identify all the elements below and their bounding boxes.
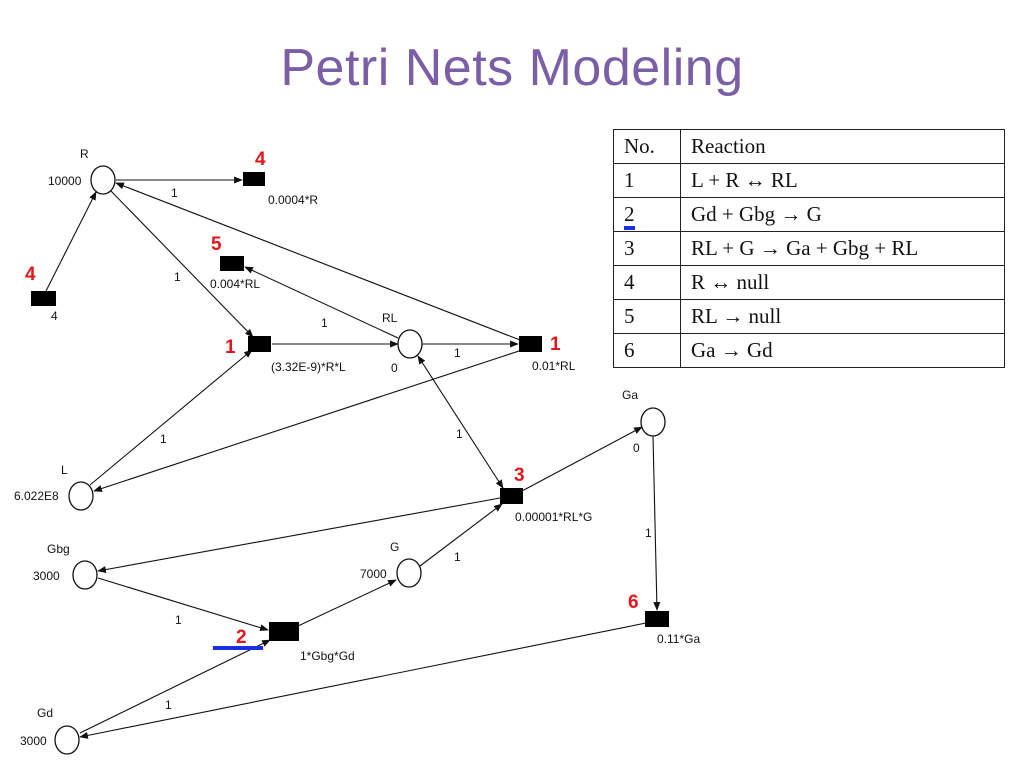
weight-label: 1 bbox=[174, 270, 181, 284]
row-reaction: RL → null bbox=[680, 299, 1005, 334]
arc-G-to-t3 bbox=[419, 503, 503, 567]
table-row: 6 Ga → Gd bbox=[613, 333, 1005, 368]
table-header-row: No. Reaction bbox=[613, 129, 1005, 164]
row-no: 5 bbox=[613, 299, 681, 334]
arc-t6-to-Gd bbox=[79, 622, 647, 739]
weight-label: 1 bbox=[175, 613, 182, 627]
row-no: 2 bbox=[624, 202, 635, 230]
row-reaction: R ↔ null bbox=[680, 265, 1005, 300]
arc-t1b-to-R bbox=[115, 182, 521, 341]
place-G: G 7000 bbox=[360, 540, 422, 588]
arc-t4-to-R bbox=[45, 191, 97, 292]
transition-rate: 0.004*RL bbox=[210, 277, 260, 291]
weight-label: 1 bbox=[321, 316, 328, 330]
arc-RL-t3 bbox=[417, 355, 504, 489]
place-RL: RL 0 bbox=[382, 311, 423, 375]
place-name: G bbox=[390, 540, 399, 554]
place-name: Gd bbox=[37, 706, 53, 720]
transition-6: 6 0.11*Ga bbox=[628, 592, 700, 646]
row-no: 1 bbox=[613, 163, 681, 198]
table-row: 4 R ↔ null bbox=[613, 265, 1005, 300]
arc-R-to-t1 bbox=[109, 189, 254, 338]
weight-label: 1 bbox=[171, 186, 178, 200]
transition-3: 3 0.00001*RL*G bbox=[500, 465, 592, 524]
row-no: 6 bbox=[613, 333, 681, 368]
transition-number: 4 bbox=[25, 264, 36, 285]
arc-Ga-to-t6 bbox=[652, 435, 661, 611]
transition-number: 6 bbox=[628, 592, 639, 613]
place-Ga: Ga 0 bbox=[622, 388, 666, 455]
row-no: 3 bbox=[613, 231, 681, 266]
arcs bbox=[45, 176, 661, 739]
transition-rate: 4 bbox=[51, 309, 58, 323]
transition-number: 3 bbox=[514, 465, 525, 486]
row-reaction: RL + G → Ga + Gbg + RL bbox=[680, 231, 1005, 266]
place-tokens: 3000 bbox=[33, 569, 60, 583]
place-L: L 6.022E8 bbox=[14, 463, 94, 511]
place-tokens: 7000 bbox=[360, 567, 387, 581]
place-tokens: 10000 bbox=[48, 174, 82, 188]
transition-rate: 0.01*RL bbox=[532, 359, 576, 373]
place-tokens: 0 bbox=[391, 361, 398, 375]
transition-2: 2 1*Gbg*Gd bbox=[213, 622, 355, 663]
transition-rate: 0.11*Ga bbox=[657, 632, 700, 646]
place-Gd: Gd 3000 bbox=[20, 706, 80, 755]
place-name: R bbox=[80, 147, 89, 161]
arc-t3-to-Gbg bbox=[97, 497, 501, 574]
transition-rate: 0.0004*R bbox=[268, 193, 318, 207]
row-reaction: Gd + Gbg → G bbox=[680, 197, 1005, 232]
place-tokens: 6.022E8 bbox=[14, 489, 59, 503]
arc-RL-to-t5 bbox=[244, 266, 399, 339]
transition-4-degradation: 4 0.0004*R bbox=[243, 149, 318, 207]
place-Gbg: Gbg 3000 bbox=[33, 542, 98, 590]
place-name: L bbox=[61, 463, 68, 477]
weight-label: 1 bbox=[645, 526, 652, 540]
transition-rate: 1*Gbg*Gd bbox=[300, 649, 355, 663]
transition-number: 1 bbox=[550, 334, 561, 355]
weight-label: 1 bbox=[454, 346, 461, 360]
weight-label: 1 bbox=[454, 550, 461, 564]
arc-L-to-t1 bbox=[89, 349, 253, 486]
row-reaction: Ga → Gd bbox=[680, 333, 1005, 368]
table-row: 2 Gd + Gbg → G bbox=[613, 197, 1005, 232]
table-row: 1 L + R ↔ RL bbox=[613, 163, 1005, 198]
place-tokens: 0 bbox=[633, 441, 640, 455]
weight-label: 1 bbox=[456, 427, 463, 441]
place-tokens: 3000 bbox=[20, 734, 47, 748]
row-reaction: L + R ↔ RL bbox=[680, 163, 1005, 198]
transition-5: 5 0.004*RL bbox=[210, 234, 260, 291]
arc-t2-to-G bbox=[297, 579, 397, 627]
arc-Gd-to-t2 bbox=[79, 639, 271, 734]
row-no-cell: 2 bbox=[613, 197, 681, 232]
transition-number: 5 bbox=[211, 234, 222, 255]
place-R: R 10000 bbox=[48, 147, 116, 195]
transition-number: 4 bbox=[255, 149, 266, 170]
place-name: RL bbox=[382, 311, 398, 325]
place-name: Ga bbox=[622, 388, 638, 402]
transition-number: 2 bbox=[236, 627, 247, 648]
table-row: 5 RL → null bbox=[613, 299, 1005, 334]
transition-1-forward: 1 (3.32E-9)*R*L bbox=[225, 336, 346, 374]
reaction-table: No. Reaction 1 L + R ↔ RL 2 Gd + Gbg → G… bbox=[613, 129, 1005, 368]
header-reaction: Reaction bbox=[680, 129, 1005, 164]
arc-weights: 1 1 1 1 1 1 1 1 1 1 bbox=[160, 186, 652, 712]
arc-t3-to-Ga bbox=[521, 426, 643, 492]
transition-rate: 0.00001*RL*G bbox=[515, 510, 592, 524]
place-name: Gbg bbox=[47, 542, 70, 556]
weight-label: 1 bbox=[160, 432, 167, 446]
table-row: 3 RL + G → Ga + Gbg + RL bbox=[613, 231, 1005, 266]
transition-1-reverse: 1 0.01*RL bbox=[519, 334, 576, 373]
transition-number: 1 bbox=[225, 337, 236, 358]
row-no: 4 bbox=[613, 265, 681, 300]
transition-rate: (3.32E-9)*R*L bbox=[271, 360, 346, 374]
arc-Gbg-to-t2 bbox=[97, 577, 269, 632]
slide-title: Petri Nets Modeling bbox=[280, 39, 744, 97]
weight-label: 1 bbox=[165, 698, 172, 712]
header-no: No. bbox=[613, 129, 681, 164]
transition-4-production: 4 4 bbox=[25, 264, 58, 323]
